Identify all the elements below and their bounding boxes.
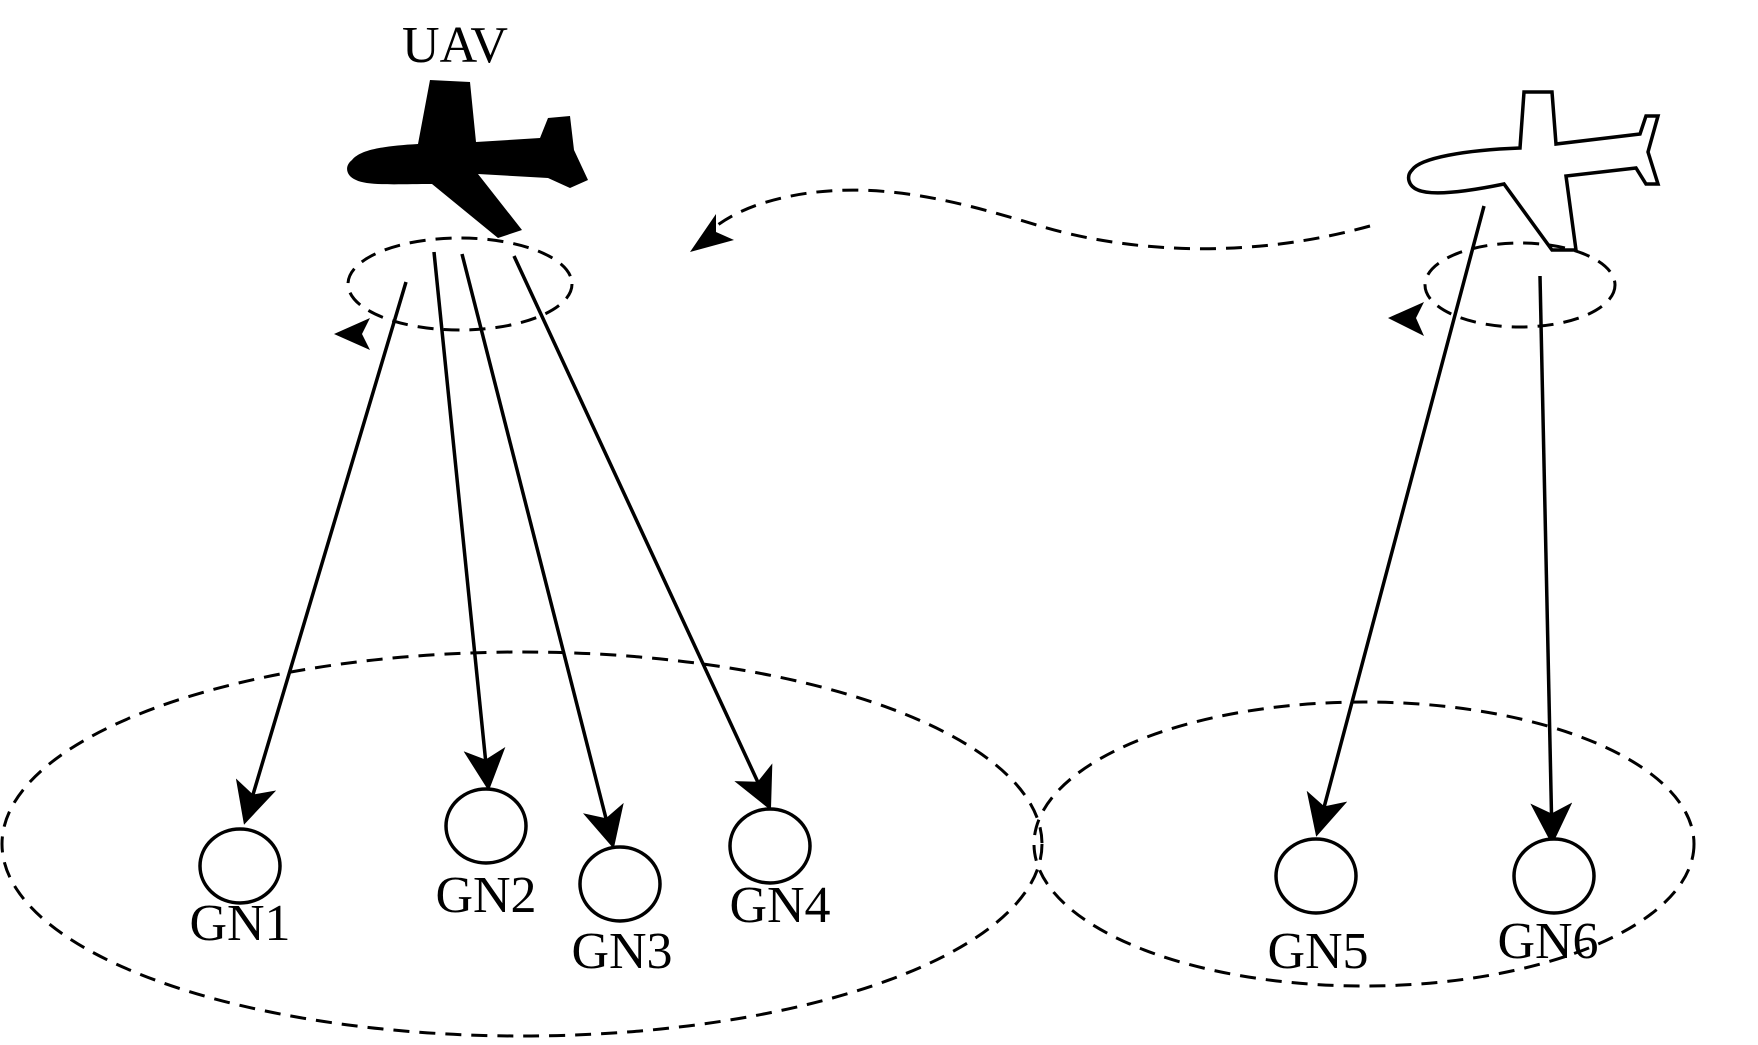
uav-flight-trajectory	[690, 188, 1371, 252]
ground-node-gn6	[1512, 837, 1596, 915]
link-gn3	[460, 253, 624, 849]
ground-node-gn1	[198, 827, 282, 905]
ground-cluster-left	[0, 650, 1044, 1038]
gn2-label: GN2	[435, 867, 536, 924]
gn3-label: GN3	[571, 923, 672, 980]
ground-node-gn4	[728, 807, 812, 885]
uav-label: UAV	[402, 17, 508, 74]
ground-node-gn5	[1274, 837, 1358, 915]
link-gn1	[235, 281, 408, 825]
airplane-outline-icon	[1406, 90, 1661, 252]
airplane-filled-icon	[347, 80, 588, 238]
ground-cluster-right	[1032, 700, 1696, 988]
gn1-label: GN1	[189, 895, 290, 952]
link-gn5	[1306, 205, 1486, 837]
gn4-label: GN4	[729, 877, 830, 934]
gn5-label: GN5	[1267, 923, 1368, 980]
link-gn6	[1530, 275, 1573, 845]
uav-hover-orbit-right	[1388, 241, 1617, 336]
uav-hover-orbit-left	[334, 236, 574, 350]
gn6-label: GN6	[1497, 913, 1598, 970]
link-gn4	[512, 255, 773, 811]
ground-node-gn3	[578, 845, 662, 923]
link-gn2	[432, 251, 506, 791]
ground-node-gn2	[444, 787, 528, 865]
communication-links	[235, 205, 1573, 849]
